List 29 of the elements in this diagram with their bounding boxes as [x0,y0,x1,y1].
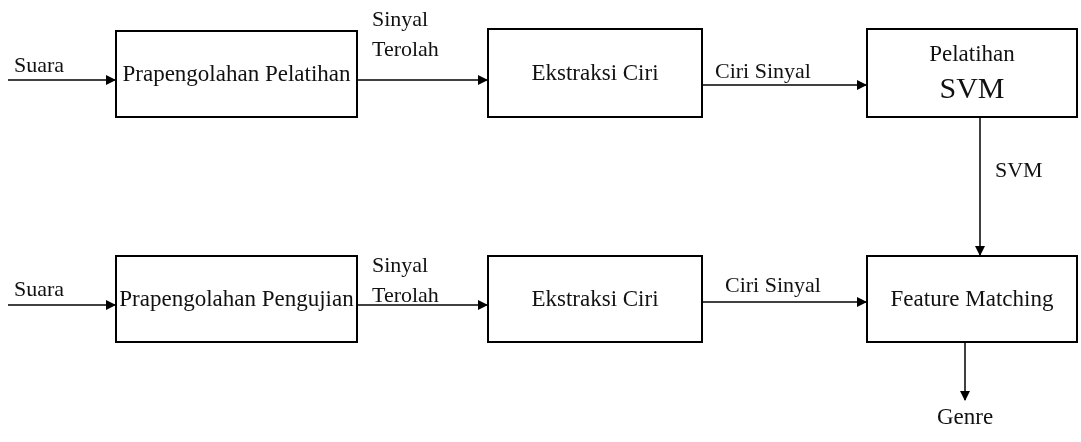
edge-label: Ciri Sinyal [715,57,811,85]
edge-label: Suara [14,275,65,303]
output-label: Genre [936,403,994,432]
process-box [115,30,358,118]
arrow [975,117,985,256]
box-label: Ekstraksi Ciri [531,59,659,88]
box-label: Feature Matching [890,285,1054,314]
edge-label: Ciri Sinyal [725,271,821,299]
arrow [7,300,116,310]
process-box [487,255,703,343]
box-subtitle: SVM [939,70,1005,107]
edge-label: Sinyal Terolah [372,251,440,309]
arrow [7,75,116,85]
edge-label: SVM [995,156,1043,184]
arrow [357,300,488,310]
box-label: Prapengolahan Pengujian [119,285,354,314]
box-label: Prapengolahan Pelatihan [122,60,351,89]
arrow [702,80,867,90]
arrow [702,297,867,307]
process-box [115,255,358,343]
edge-label: Sinyal Terolah [372,5,440,63]
edge-label: Suara [14,51,65,79]
arrow [357,75,488,85]
arrow [960,342,970,401]
box-label: Ekstraksi Ciri [531,285,659,314]
process-box [866,255,1078,343]
process-box [487,28,703,118]
process-box [866,28,1078,118]
box-label: Pelatihan [929,39,1015,68]
